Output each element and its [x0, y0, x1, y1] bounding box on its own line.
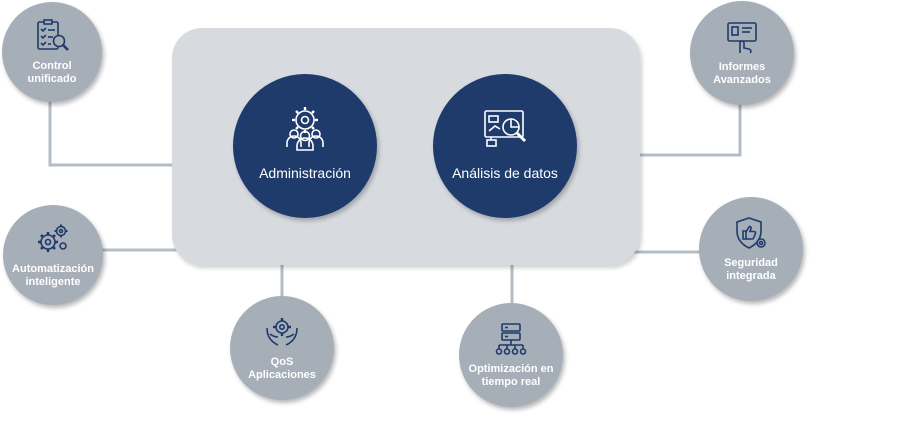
- node-label: Informes Avanzados: [713, 61, 771, 86]
- node-label: Automatización inteligente: [12, 263, 94, 288]
- shield-thumbs-up-icon: [736, 217, 766, 249]
- checklist-search-icon: [37, 19, 69, 51]
- node-qos-aplicaciones: QoS Aplicaciones: [230, 296, 334, 400]
- node-label: Optimización en tiempo real: [468, 363, 554, 388]
- people-gear-icon: [286, 107, 324, 151]
- report-touch-icon: [727, 22, 757, 54]
- hub-label: Análisis de datos: [452, 165, 558, 181]
- connector-control: [48, 100, 172, 167]
- node-seguridad-integrada: Seguridad integrada: [699, 197, 803, 301]
- connector-reports: [640, 100, 742, 157]
- hands-gear-icon: [266, 318, 298, 346]
- hub-administracion: Administración: [233, 74, 377, 218]
- node-informes-avanzados: Informes Avanzados: [690, 1, 794, 105]
- data-analysis-icon: [484, 110, 527, 147]
- node-label: Control unificado: [27, 60, 77, 85]
- gears-icon: [38, 224, 68, 252]
- node-optimizacion-tiempo-real: Optimización en tiempo real: [459, 303, 563, 407]
- node-label: Seguridad integrada: [724, 257, 778, 282]
- hub-analisis-datos: Análisis de datos: [433, 74, 577, 218]
- node-label: QoS Aplicaciones: [248, 356, 316, 381]
- node-automatizacion-inteligente: Automatización inteligente: [3, 205, 103, 305]
- server-network-icon: [495, 323, 527, 355]
- hub-label: Administración: [259, 165, 351, 181]
- node-control-unificado: Control unificado: [2, 2, 102, 102]
